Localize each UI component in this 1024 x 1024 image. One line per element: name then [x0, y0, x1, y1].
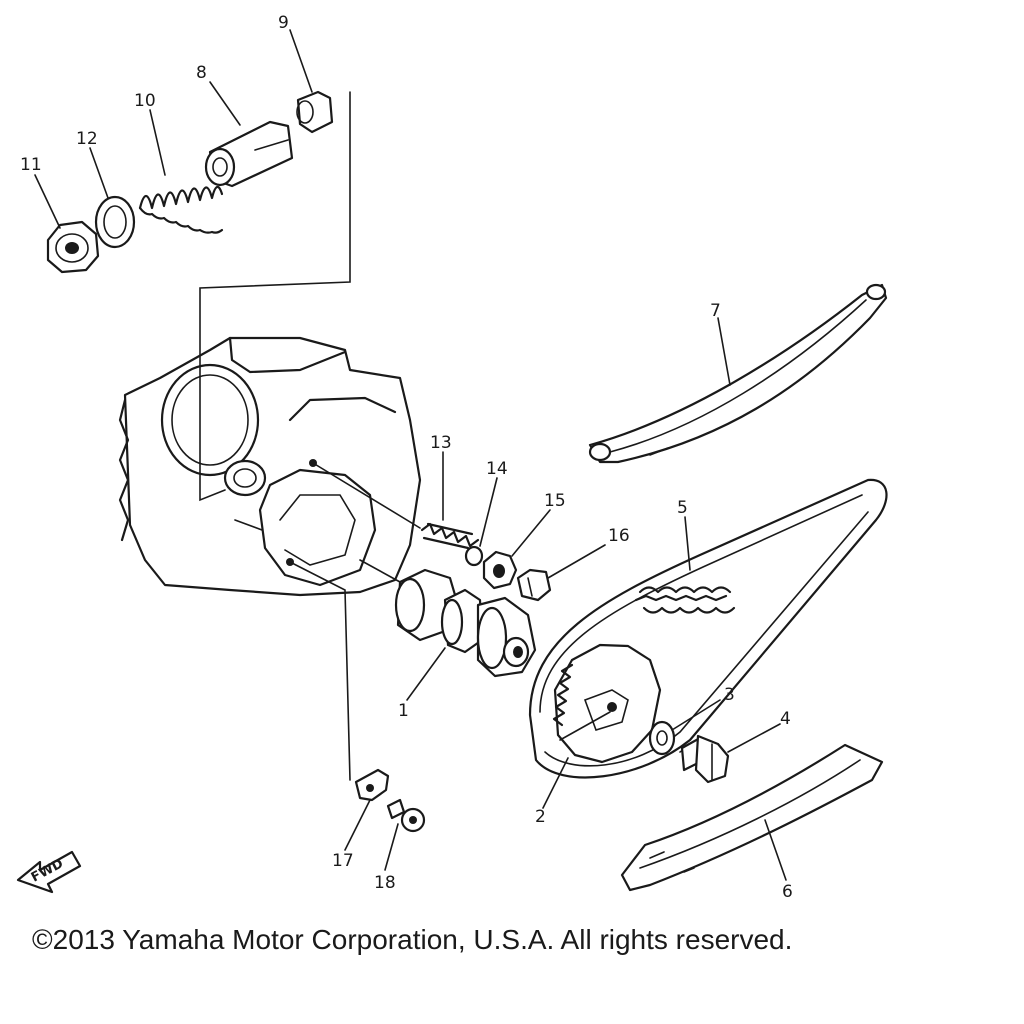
part-9-plug [296, 90, 334, 134]
part-11-cap-nut [46, 220, 100, 274]
callout-9: 9 [278, 13, 289, 33]
callout-7: 7 [710, 301, 721, 321]
callout-6: 6 [782, 882, 793, 902]
callout-5: 5 [677, 498, 688, 518]
callout-4: 4 [780, 709, 791, 729]
part-14-o-ring [464, 545, 484, 567]
part-16-cap [516, 568, 552, 602]
callout-15: 15 [544, 491, 566, 511]
part-3-washer [648, 720, 676, 756]
part-15-nut [482, 550, 518, 590]
callout-11: 11 [20, 155, 42, 175]
callout-18: 18 [374, 873, 396, 893]
part-1-camshaft [394, 568, 537, 678]
callout-2: 2 [535, 807, 546, 827]
leader-lines [34, 29, 787, 881]
part-2-cam-sprocket [552, 643, 662, 764]
callout-1: 1 [398, 701, 409, 721]
callout-16: 16 [608, 526, 630, 546]
callout-14: 14 [486, 459, 508, 479]
callout-numbers: 9 8 10 12 11 7 13 14 15 16 5 1 3 4 2 6 1… [20, 13, 793, 902]
part-18-bolt [386, 798, 426, 833]
cylinder-head-housing [118, 336, 422, 597]
part-12-washer [94, 195, 136, 249]
callout-13: 13 [430, 433, 452, 453]
callout-3: 3 [724, 685, 735, 705]
part-6-chain-guide-lower [620, 743, 884, 892]
callout-10: 10 [134, 91, 156, 111]
part-17-plate [354, 768, 390, 802]
callout-17: 17 [332, 851, 354, 871]
part-10-spring [138, 185, 224, 234]
part-7-chain-guide-upper [588, 283, 888, 464]
copyright-notice: ©2013 Yamaha Motor Corporation, U.S.A. A… [32, 924, 793, 955]
fwd-arrow-icon: FWD [16, 850, 82, 894]
part-4-bolt [680, 734, 730, 784]
part-13-spring [420, 522, 480, 550]
callout-8: 8 [196, 63, 207, 83]
callout-12: 12 [76, 129, 98, 149]
part-8-tensioner-sleeve [204, 120, 294, 188]
